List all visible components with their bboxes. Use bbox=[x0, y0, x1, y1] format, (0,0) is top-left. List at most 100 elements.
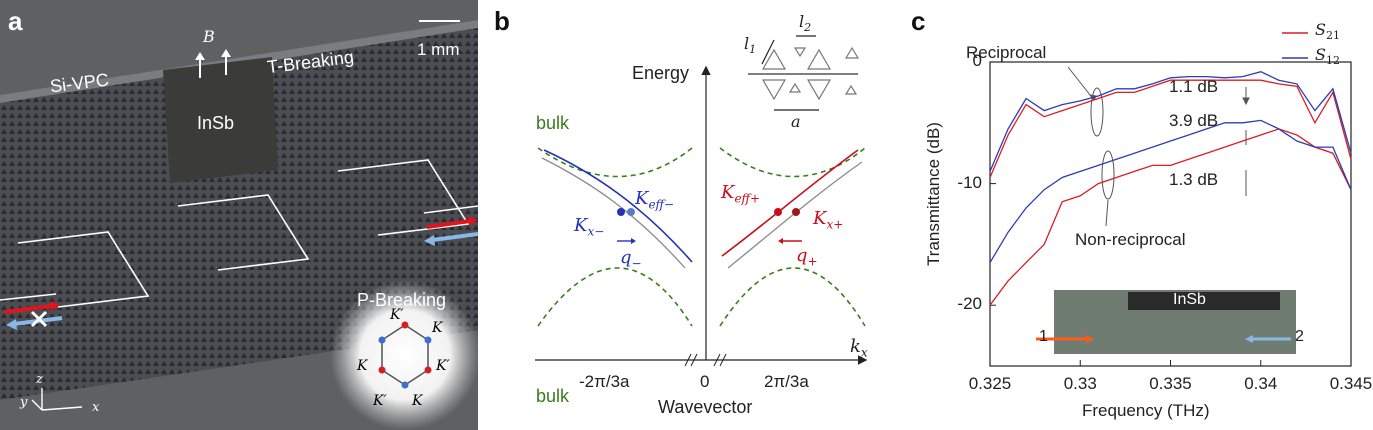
k-point bbox=[401, 321, 409, 329]
chart-series bbox=[989, 71, 1352, 306]
forward-arrow-right bbox=[426, 219, 471, 229]
bulk-band-upper-left bbox=[537, 147, 693, 178]
q-minus-arrow-head bbox=[631, 238, 636, 244]
white-outline-3 bbox=[337, 159, 470, 236]
wavevector-label: Wavevector bbox=[658, 397, 753, 417]
y-tick-label: 0 bbox=[972, 51, 982, 70]
series-line-s12-non-reciprocal bbox=[989, 119, 1352, 263]
hex-label-top: K′ bbox=[390, 307, 404, 323]
edge-band-right-red bbox=[721, 149, 859, 257]
k-point bbox=[378, 336, 386, 344]
backward-arrow-right bbox=[431, 232, 479, 242]
backward-arrow-left-head bbox=[6, 319, 17, 330]
series-line-s21-reciprocal bbox=[989, 79, 1352, 178]
axis-z-label: z bbox=[36, 372, 43, 387]
db-mid-label: 3.9 dB bbox=[1169, 111, 1219, 130]
k-point bbox=[424, 366, 432, 374]
l1-label: l1 bbox=[744, 34, 756, 56]
b-arrow-1-head bbox=[195, 52, 205, 60]
panel-label-a: a bbox=[8, 6, 23, 36]
panel-label-c: c bbox=[911, 6, 926, 36]
q-minus-label: q− bbox=[620, 247, 642, 271]
l2-main: l bbox=[799, 12, 805, 31]
hex-label-bottom-left: K′ bbox=[373, 393, 387, 409]
k-eff-plus-point bbox=[774, 208, 782, 216]
nonreciprocal-label: Non-reciprocal bbox=[1075, 230, 1186, 249]
p-breaking-label: P-Breaking bbox=[357, 290, 447, 310]
x-tick-label: 0.325 bbox=[968, 374, 1012, 393]
kx-sub: x bbox=[860, 345, 868, 360]
forward-arrow-left bbox=[3, 304, 53, 314]
glow-spot bbox=[330, 280, 480, 430]
q-minus-main: q bbox=[620, 247, 632, 268]
reciprocal-label: Reciprocal bbox=[966, 43, 1047, 62]
lattice-inset bbox=[748, 35, 860, 111]
port1-label: 1 bbox=[1039, 328, 1048, 345]
b-arrow-2-head bbox=[221, 49, 231, 57]
series-line-s12-reciprocal bbox=[989, 71, 1352, 172]
chart-axes bbox=[989, 61, 1352, 367]
k-x-minus-sub: x− bbox=[587, 224, 605, 239]
k-point bbox=[401, 381, 409, 389]
db-low-label: 1.3 dB bbox=[1169, 170, 1219, 189]
q-plus-arrow-head bbox=[778, 238, 783, 244]
edge-band-left-blue bbox=[543, 149, 693, 263]
k-point bbox=[424, 336, 432, 344]
transmittance-chart bbox=[989, 32, 1352, 367]
panel-c-chart: c Reciprocal Non-reciprocal 1.1 dB 3.9 d… bbox=[906, 0, 1372, 430]
l2-label: l2 bbox=[799, 12, 811, 34]
legend-entry-s21: S21 bbox=[1315, 20, 1340, 42]
sample-inset bbox=[1036, 290, 1296, 354]
k-x-minus-main: K bbox=[574, 215, 588, 236]
k-x-plus-sub: x+ bbox=[826, 217, 844, 232]
edge-band-left-gray bbox=[541, 157, 686, 269]
hex-label-top-right: K bbox=[432, 320, 443, 336]
k-x-plus-label: Kx+ bbox=[813, 208, 843, 232]
k-x-plus-point bbox=[792, 208, 800, 216]
panel-label-b: b bbox=[494, 6, 510, 36]
legend-s21-sub: 21 bbox=[1325, 29, 1340, 43]
k-eff-plus-sub: eff+ bbox=[734, 191, 761, 206]
legend-entry-s12: S12 bbox=[1315, 45, 1340, 67]
panel-a-drawing bbox=[0, 0, 480, 430]
x-tick-label: 0.34 bbox=[1244, 374, 1278, 393]
kx-label: kx bbox=[850, 336, 868, 360]
blocked-cross bbox=[30, 310, 48, 328]
k-eff-minus-point bbox=[627, 208, 635, 216]
energy-label: Energy bbox=[632, 63, 690, 83]
bulk-top-label: bulk bbox=[536, 113, 570, 133]
annotation-lines bbox=[1067, 66, 1250, 227]
l1-sub: 1 bbox=[749, 43, 757, 57]
hex-label-left: K bbox=[357, 358, 368, 374]
insb-label: InSb bbox=[197, 113, 235, 133]
tick-left: -2π/3a bbox=[579, 372, 630, 391]
forward-arrow-right-head bbox=[468, 216, 478, 226]
bulk-band-lower-left bbox=[537, 267, 693, 327]
legend-s21-main: S bbox=[1315, 20, 1326, 39]
panel-b-band-diagram: b Energy bulk bulk kx -2π/3a 0 2π/3a Wav… bbox=[480, 0, 904, 430]
x-axis-label: Frequency (THz) bbox=[1082, 401, 1210, 420]
bulk-bottom-label: bulk bbox=[536, 386, 570, 406]
panel-b-drawing bbox=[535, 35, 868, 367]
y-axis-label: Transmittance (dB) bbox=[923, 122, 943, 266]
legend-lines bbox=[1282, 32, 1308, 59]
legend-s12-sub: 12 bbox=[1325, 54, 1340, 68]
x-tick-label: 0.345 bbox=[1329, 374, 1373, 393]
backward-arrow-right-head bbox=[424, 235, 435, 246]
k-eff-minus-sub: eff− bbox=[648, 197, 675, 212]
l1-main: l bbox=[744, 34, 750, 53]
insb-slab bbox=[163, 57, 278, 183]
q-minus-sub: − bbox=[631, 256, 642, 271]
y-tick-label: -20 bbox=[957, 294, 982, 314]
axis-triad bbox=[31, 388, 83, 411]
white-outline-2 bbox=[177, 194, 310, 271]
k-x-minus-label: Kx− bbox=[574, 215, 604, 239]
b-field-label: B bbox=[203, 27, 215, 46]
x-tick-label: 0.335 bbox=[1149, 374, 1192, 393]
hex-label-bottom: K bbox=[412, 393, 423, 409]
k-point bbox=[378, 366, 386, 374]
q-plus-sub: + bbox=[807, 254, 818, 269]
panel-a-photo: a B 1 mm Si-VPC T-Breaking InSb P-Breaki… bbox=[0, 0, 480, 430]
k-eff-plus-main: K bbox=[721, 182, 735, 203]
x-tick-label: 0.33 bbox=[1063, 374, 1097, 393]
